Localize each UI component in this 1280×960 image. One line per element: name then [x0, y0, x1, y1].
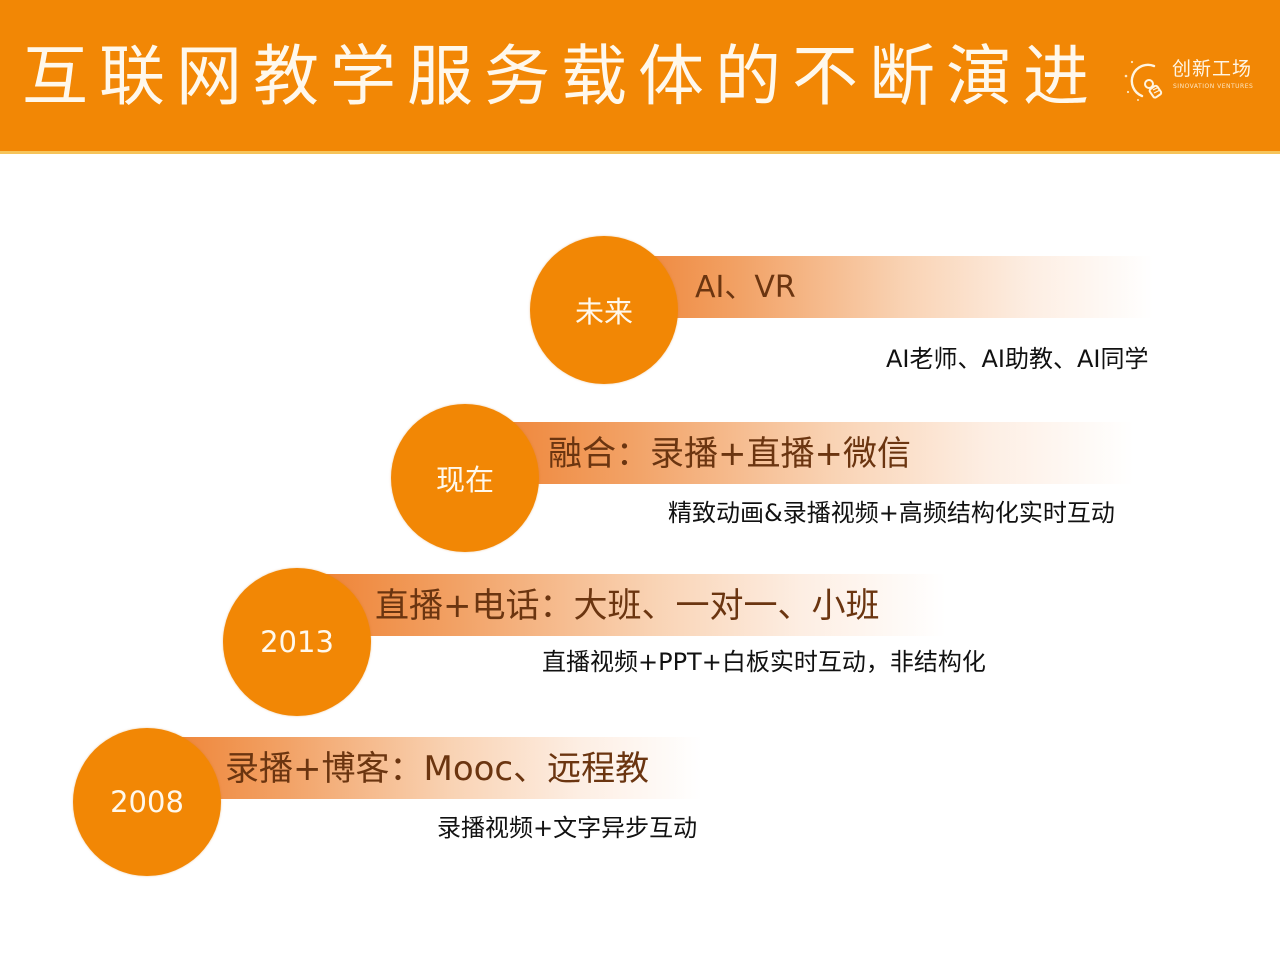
header-bar: 互联网教学服务载体的不断演进 创新工场 SINOVATION VENTURES: [0, 0, 1280, 154]
stage-headline: 录播+博客：Mooc、远程教: [225, 749, 650, 789]
stage-headline: AI、VR: [695, 270, 796, 305]
stage-circle: 2013: [223, 568, 371, 716]
lightbulb-icon: [1124, 60, 1163, 101]
stage-band: [296, 574, 946, 636]
stage-band: [147, 737, 702, 799]
stage-band: [464, 422, 1134, 484]
page-title: 互联网教学服务载体的不断演进: [22, 38, 1100, 115]
stage-description: AI老师、AI助教、AI同学: [886, 345, 1149, 373]
stage-description: 直播视频+PPT+白板实时互动，非结构化: [542, 648, 986, 676]
stage-description: 录播视频+文字异步互动: [437, 814, 698, 842]
stage-label: 2008: [110, 785, 184, 819]
stage-description: 精致动画&录播视频+高频结构化实时互动: [668, 499, 1115, 527]
stage-circle: 未来: [530, 236, 678, 384]
stage-headline: 融合：录播+直播+微信: [548, 434, 911, 474]
brand-logo: 创新工场 SINOVATION VENTURES: [1120, 52, 1260, 108]
stage-label: 2013: [260, 625, 334, 659]
stage-label: 现在: [435, 463, 494, 497]
stage-band: [603, 256, 1153, 318]
brand-name-cn: 创新工场: [1172, 58, 1253, 80]
stage-label: 未来: [574, 295, 633, 329]
brand-name-en: SINOVATION VENTURES: [1173, 83, 1254, 90]
stage-headline: 直播+电话：大班、一对一、小班: [375, 586, 880, 626]
stage-circle: 现在: [391, 404, 539, 552]
stage-circle: 2008: [73, 728, 221, 876]
